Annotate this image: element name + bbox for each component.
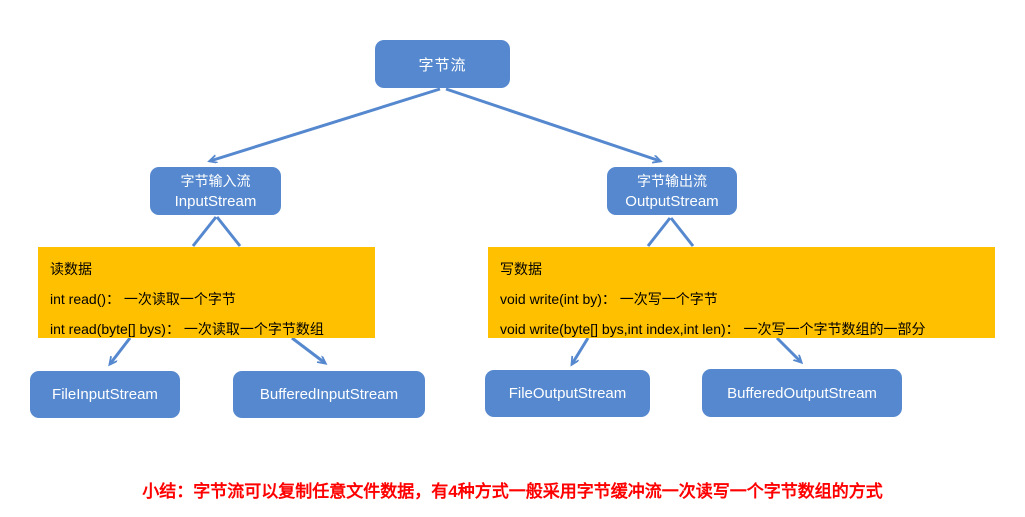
node-buffered-output-stream: BufferedOutputStream (702, 369, 902, 417)
write-method-2: void write(byte[] bys,int index,int len)… (500, 321, 926, 337)
arrow-readbox-to-fileinputstream (110, 337, 132, 364)
read-method-2: int read(byte[] bys)： 一次读取一个字节数组 (50, 321, 324, 337)
line-writebox-to-outputstream-right (669, 217, 695, 247)
arrow-root-to-inputstream (210, 87, 441, 161)
node-output-stream-label-cn: 字节输出流 (637, 172, 707, 189)
node-file-input-stream-label: FileInputStream (52, 386, 158, 403)
node-buffered-output-stream-label: BufferedOutputStream (727, 384, 877, 402)
line-readbox-to-inputstream-left (191, 216, 218, 247)
node-input-stream-label-en: InputStream (174, 192, 257, 210)
node-output-stream-label-en: OutputStream (625, 192, 719, 210)
node-buffered-input-stream-label: BufferedInputStream (259, 386, 399, 403)
write-methods-box: 写数据 void write(int by)： 一次写一个字节 void wri… (488, 247, 995, 338)
read-methods-title: 读数据 (50, 261, 92, 277)
node-file-output-stream: FileOutputStream (485, 370, 650, 417)
node-byte-stream: 字节流 (375, 40, 510, 88)
line-writebox-to-outputstream-left (646, 217, 672, 247)
node-output-stream: 字节输出流 OutputStream (607, 167, 737, 215)
node-file-output-stream-label: FileOutputStream (508, 385, 627, 402)
node-file-input-stream: FileInputStream (30, 371, 180, 418)
arrow-writebox-to-fileoutputstream (572, 337, 590, 364)
arrow-root-to-outputstream (445, 87, 660, 161)
arrow-writebox-to-bufferedoutputstream (775, 336, 801, 362)
node-input-stream: 字节输入流 InputStream (150, 167, 281, 215)
line-readbox-to-inputstream-right (215, 216, 242, 247)
node-buffered-input-stream: BufferedInputStream (233, 371, 425, 418)
write-method-1: void write(int by)： 一次写一个字节 (500, 291, 718, 307)
node-input-stream-label-cn: 字节输入流 (180, 172, 251, 189)
write-methods-title: 写数据 (500, 261, 542, 277)
summary-text: 小结：字节流可以复制任意文件数据，有4种方式一般采用字节缓冲流一次读写一个字节数… (142, 482, 883, 501)
read-method-1: int read()： 一次读取一个字节 (50, 291, 236, 307)
node-byte-stream-label: 字节流 (418, 56, 467, 74)
arrow-readbox-to-bufferedinputstream (291, 336, 325, 363)
read-methods-box: 读数据 int read()： 一次读取一个字节 int read(byte[]… (38, 247, 375, 338)
